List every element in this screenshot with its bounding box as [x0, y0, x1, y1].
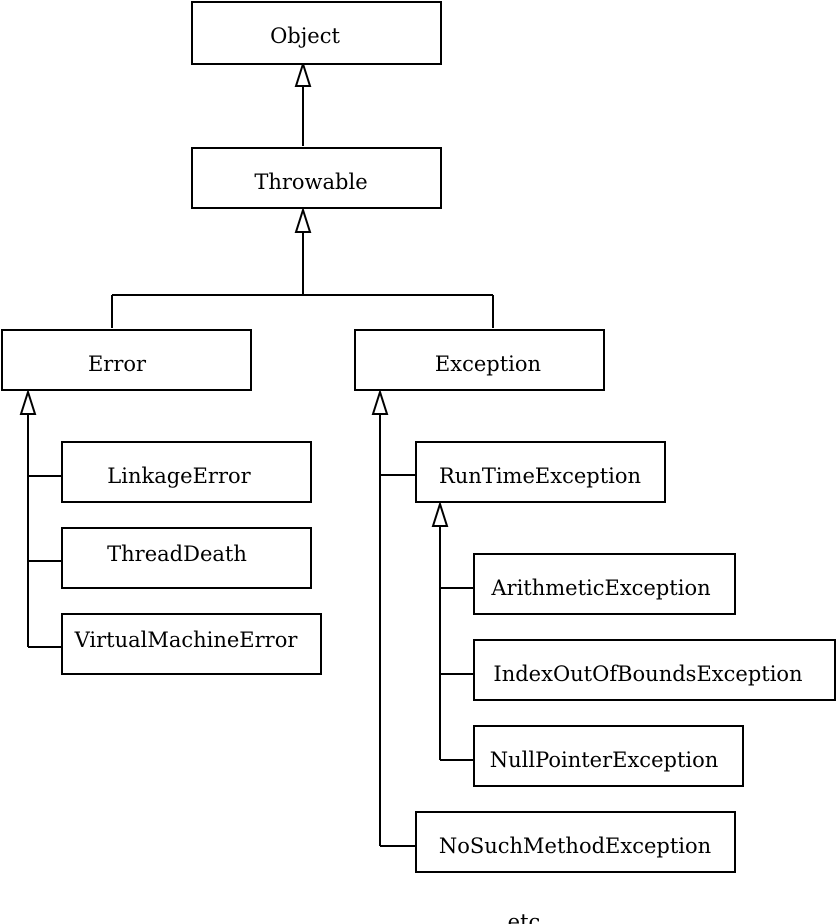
node-arithmetic-exception-label: ArithmeticException: [490, 576, 710, 600]
arrowheads: [19, 60, 449, 527]
etc-footer-text: ... etc.: [481, 910, 547, 924]
node-no-such-method-exception: NoSuchMethodException: [415, 811, 736, 873]
node-error-label: Error: [88, 352, 147, 376]
node-throwable-label: Throwable: [254, 170, 367, 194]
node-null-pointer-exception: NullPointerException: [473, 725, 744, 787]
arrowhead-exception: [371, 388, 389, 415]
node-thread-death-label: ThreadDeath: [107, 542, 247, 566]
node-object: Object: [191, 1, 442, 65]
arrowhead-throwable: [294, 206, 312, 233]
arrowhead-object: [294, 60, 312, 87]
node-exception-label: Exception: [435, 352, 541, 376]
node-linkage-error-label: LinkageError: [107, 464, 251, 488]
node-virtual-machine-error-label: VirtualMachineError: [74, 628, 299, 652]
node-error: Error: [1, 329, 252, 391]
node-thread-death: ThreadDeath: [61, 527, 312, 589]
node-runtime-exception: RunTimeException: [415, 441, 666, 503]
arrowhead-error: [19, 388, 37, 415]
arrowhead-runtime-exception: [431, 500, 449, 527]
connectors: [27, 84, 494, 847]
node-linkage-error: LinkageError: [61, 441, 312, 503]
node-arithmetic-exception: ArithmeticException: [473, 553, 736, 615]
node-index-out-of-bounds-exception: IndexOutOfBoundsException: [473, 639, 836, 701]
node-exception: Exception: [354, 329, 605, 391]
node-runtime-exception-label: RunTimeException: [439, 464, 641, 488]
node-virtual-machine-error: VirtualMachineError: [61, 613, 322, 675]
node-throwable: Throwable: [191, 147, 442, 209]
node-object-label: Object: [270, 24, 340, 48]
node-index-out-of-bounds-exception-label: IndexOutOfBoundsException: [493, 662, 802, 686]
node-null-pointer-exception-label: NullPointerException: [490, 748, 719, 772]
node-no-such-method-exception-label: NoSuchMethodException: [439, 834, 711, 858]
